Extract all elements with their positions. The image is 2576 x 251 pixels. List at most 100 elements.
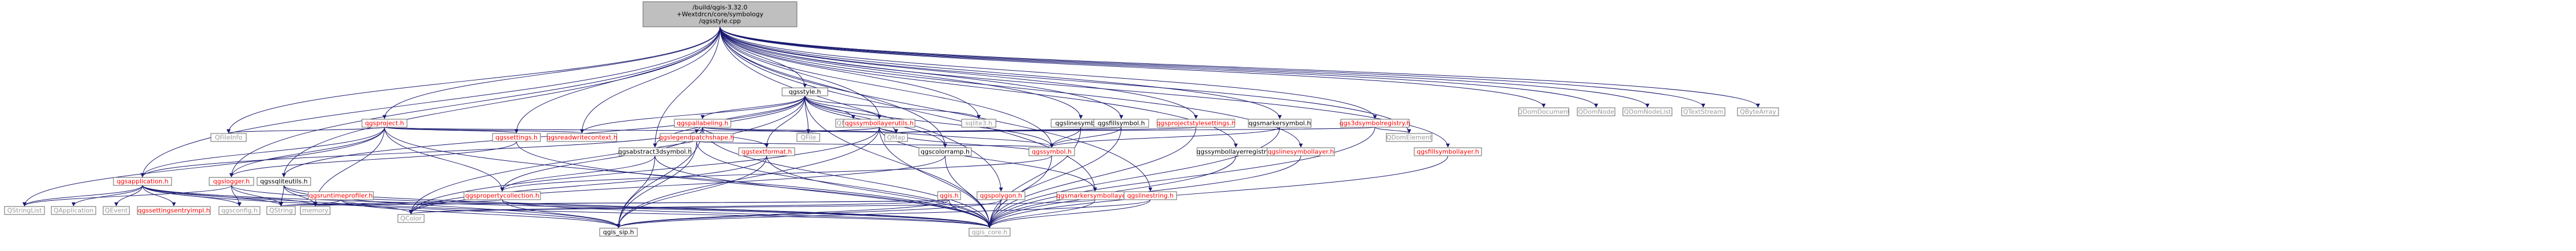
node-label: qgs3dsymbolregistry.h xyxy=(1340,120,1410,127)
node-label: QMap xyxy=(887,134,905,141)
node-box xyxy=(1124,191,1177,200)
edge-qgsstyle_h-to-qgssqliteutils_h xyxy=(282,95,805,177)
node-label: qgsmarkersymbollayer.h xyxy=(1056,192,1134,200)
edge-root-to-qgsreadwritecontext_h xyxy=(580,26,721,133)
edge-root-to-sqlite3_h xyxy=(719,26,981,119)
node-qgsprojectstylesettings_h[interactable]: qgsprojectstylesettings.h xyxy=(1157,119,1236,128)
node-qgslogger_h[interactable]: qgslogger.h xyxy=(209,177,254,186)
node-qgsstyle_h[interactable]: qgsstyle.h xyxy=(782,87,828,96)
edge-qgslegendpatchshape_h-to-qgssymbol_h xyxy=(696,141,1053,148)
edge-qgsproject_h-to-qgis_core_h xyxy=(384,127,992,228)
node-QByteArray[interactable]: QByteArray xyxy=(1737,107,1779,116)
node-qgspolygon_h[interactable]: qgspolygon.h xyxy=(976,191,1025,200)
node-box xyxy=(257,177,311,186)
node-label: qgslegendpatchshape.h xyxy=(659,134,734,141)
node-box xyxy=(266,206,296,215)
node-QDomDocument[interactable]: QDomDocument xyxy=(1517,107,1570,116)
node-QDomNode[interactable]: QDomNode xyxy=(1577,107,1615,116)
edge-root-to-qgscolorramp_h xyxy=(719,26,947,148)
node-box xyxy=(1681,107,1726,116)
edges-layer xyxy=(22,26,1760,228)
node-label: qgis_sip.h xyxy=(603,229,634,236)
node-box xyxy=(361,119,408,128)
node-label: +Wextdrcn/core/symbology xyxy=(677,11,764,18)
node-box xyxy=(1157,119,1235,128)
edge-qgstextformat_h-to-qgis_sip_h xyxy=(616,155,767,228)
node-label: QFile xyxy=(800,134,816,141)
node-qgslegendpatchshape_h[interactable]: qgslegendpatchshape.h xyxy=(659,133,734,142)
node-QString[interactable]: QString xyxy=(266,206,296,215)
node-qgssymbollayerregistry_h[interactable]: qgssymbollayerregistry.h xyxy=(1197,147,1275,156)
edge-qgsabstract3dsymbol_h-to-qgspropertycollection_h xyxy=(500,155,656,192)
node-label: qgstextformat.h xyxy=(742,148,792,156)
edge-qgs3dsymbolregistry_h-to-qgis_core_h xyxy=(987,127,1376,228)
edge-qgsproject_h-to-qgslogger_h xyxy=(229,127,385,177)
node-qgsfillsymbol_h[interactable]: qgsfillsymbol.h xyxy=(1093,119,1149,128)
node-qgsproject_h[interactable]: qgsproject.h xyxy=(361,119,408,128)
node-box xyxy=(492,133,541,142)
edge-qgssymbollayerutils_h-to-QFile xyxy=(806,127,880,133)
edge-qgslogger_h-to-QStringList xyxy=(22,185,232,207)
edge-root-to-qgspolygon_h xyxy=(719,26,1003,192)
edge-qgsproject_h-to-QMap xyxy=(384,127,898,133)
edge-qgsruntimeprofiler_h-to-qgis_core_h xyxy=(340,199,992,228)
node-qgspropertycollection_h[interactable]: qgspropertycollection.h xyxy=(463,191,541,200)
node-label: QStringList xyxy=(7,207,42,214)
node-label: QFileInfo xyxy=(215,134,242,141)
node-qgsruntimeprofiler_h[interactable]: qgsruntimeprofiler.h xyxy=(308,191,374,200)
node-qgsfillsymbollayer_h[interactable]: qgsfillsymbollayer.h xyxy=(1414,147,1482,156)
edge-qgspallabeling_h-to-qgstextformat_h xyxy=(702,127,769,148)
node-box xyxy=(1414,147,1482,156)
node-qgscolorramp_h[interactable]: qgscolorramp.h xyxy=(918,147,972,156)
node-label: qgsapplication.h xyxy=(117,178,169,185)
node-qgslinestring_h[interactable]: qgslinestring.h xyxy=(1124,191,1177,200)
node-qgssettingsentryimpl_h[interactable]: qgssettingsentryimpl.h xyxy=(137,206,211,215)
edge-qgspallabeling_h-to-QFile xyxy=(702,127,811,133)
node-qgssqliteutils_h[interactable]: qgssqliteutils.h xyxy=(257,177,311,186)
edge-qgslogger_h-to-qgis_core_h xyxy=(231,185,992,228)
node-label: QApplication xyxy=(54,207,93,214)
node-qgslinesymbollayer_h[interactable]: qgslinesymbollayer.h xyxy=(1267,147,1335,156)
node-label: QDomElement xyxy=(1386,134,1433,141)
edge-qgsstyle_h-to-qgsreadwritecontext_h xyxy=(580,95,805,133)
node-qgssymbol_h[interactable]: qgssymbol.h xyxy=(1028,147,1075,156)
node-QTextStream[interactable]: QTextStream xyxy=(1681,107,1726,116)
node-qgs_h[interactable]: qgis.h xyxy=(937,191,961,200)
node-qgsabstract3dsymbol_h[interactable]: qgsabstract3dsymbol.h xyxy=(618,147,692,156)
node-QFileInfo[interactable]: QFileInfo xyxy=(210,133,247,142)
node-qgs3dsymbolregistry_h[interactable]: qgs3dsymbolregistry.h xyxy=(1340,119,1410,128)
node-label: QEvent xyxy=(105,207,128,214)
node-QStringList[interactable]: QStringList xyxy=(4,206,45,215)
edge-root-to-QFileInfo xyxy=(226,26,721,133)
edge-qgsstyle_h-to-qgstextformat_h xyxy=(764,95,805,148)
edge-qgslogger_h-to-qgsconfig_h xyxy=(231,185,242,207)
node-qgspallabeling_h[interactable]: qgspallabeling.h xyxy=(674,119,731,128)
node-label: qgsprojectstylesettings.h xyxy=(1157,120,1236,127)
node-label: qgslogger.h xyxy=(213,178,250,185)
node-memory[interactable]: memory xyxy=(300,206,331,215)
node-qgsreadwritecontext_h[interactable]: qgsreadwritecontext.h xyxy=(547,133,617,142)
edge-qgslegendpatchshape_h-to-qgis_core_h xyxy=(696,141,992,228)
node-QDomNodeList[interactable]: QDomNodeList xyxy=(1622,107,1672,116)
node-qgis_core_h[interactable]: qgis_core.h xyxy=(968,228,1011,237)
node-qgsmarkersymbol_h[interactable]: qgsmarkersymbol.h xyxy=(1248,119,1312,128)
node-qgssymbollayerutils_h[interactable]: qgssymbollayerutils.h xyxy=(843,119,915,128)
edge-root-to-qgsapplication_h xyxy=(140,26,721,177)
node-QColor[interactable]: QColor xyxy=(397,214,425,223)
node-QDomElement[interactable]: QDomElement xyxy=(1386,133,1433,142)
node-label: qgsreadwritecontext.h xyxy=(547,134,617,141)
node-qgsmarkersymbollayer_h[interactable]: qgsmarkersymbollayer.h xyxy=(1056,191,1134,200)
node-QFile[interactable]: QFile xyxy=(796,133,820,142)
node-qgis_sip_h[interactable]: qgis_sip.h xyxy=(599,228,638,237)
node-qgsconfig_h[interactable]: qgsconfig.h xyxy=(218,206,261,215)
node-qgstextformat_h[interactable]: qgstextformat.h xyxy=(738,147,795,156)
node-qgssettings_h[interactable]: qgssettings.h xyxy=(492,133,541,142)
node-sqlite3_h[interactable]: sqlite3.h xyxy=(961,119,996,128)
edge-root-to-QDomElement xyxy=(719,26,1411,133)
node-QApplication[interactable]: QApplication xyxy=(51,206,96,215)
node-QEvent[interactable]: QEvent xyxy=(103,206,130,215)
edge-root-to-qgslinestring_h xyxy=(719,26,1153,192)
node-QMap[interactable]: QMap xyxy=(884,133,908,142)
node-qgsapplication_h[interactable]: qgsapplication.h xyxy=(113,177,172,186)
node-root[interactable]: /build/qgis-3.32.0+Wextdrcn/core/symbolo… xyxy=(642,1,797,27)
